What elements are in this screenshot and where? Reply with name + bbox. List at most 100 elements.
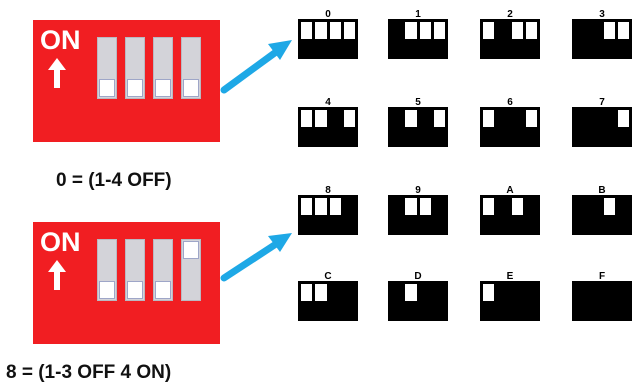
on-label: ON [40, 227, 81, 257]
glyph-cell [511, 284, 526, 318]
glyph-cell [483, 198, 498, 232]
glyph-cell [391, 22, 406, 56]
glyph-cell [419, 110, 434, 144]
glyph-cell [405, 198, 420, 232]
code-tile-label: 0 [325, 9, 331, 20]
glyph-cell [343, 110, 355, 144]
code-tile-label: 4 [325, 97, 331, 108]
dip-caption-1: 8 = (1-3 OFF 4 ON) [6, 362, 172, 383]
switch-2 [125, 239, 145, 301]
dip-switch-0: ON [33, 20, 220, 142]
glyph-cell [391, 284, 406, 318]
glyph-cell [343, 284, 355, 318]
glyph-cell [525, 198, 537, 232]
glyph-cell [483, 110, 498, 144]
glyph-cell [343, 198, 355, 232]
code-tile-glyph [572, 19, 632, 59]
glyph-cell [329, 110, 344, 144]
code-tile-label: A [506, 185, 514, 196]
glyph-cell [391, 198, 406, 232]
glyph-cell [511, 110, 526, 144]
glyph-cell [617, 110, 629, 144]
glyph-cell [603, 22, 618, 56]
glyph-cell [617, 198, 629, 232]
glyph-cell [405, 22, 420, 56]
switch-3 [153, 37, 173, 99]
pointer-arrow-icon [220, 40, 292, 94]
glyph-cell [301, 284, 316, 318]
glyph-cell [617, 284, 629, 318]
glyph-cell [603, 198, 618, 232]
glyph-cell [603, 284, 618, 318]
glyph-cell [483, 284, 498, 318]
glyph-cell [433, 198, 445, 232]
code-tile-glyph [298, 19, 358, 59]
glyph-cell [315, 22, 330, 56]
glyph-cell [525, 22, 537, 56]
glyph-cell [405, 110, 420, 144]
arrow-up-icon [48, 260, 66, 290]
code-tile-label: 3 [599, 9, 605, 20]
switch-2 [125, 37, 145, 99]
glyph-cell [497, 22, 512, 56]
glyph-cell [315, 198, 330, 232]
code-tile-glyph [388, 281, 448, 321]
glyph-cell [419, 284, 434, 318]
glyph-cell [589, 198, 604, 232]
on-label: ON [40, 25, 81, 55]
glyph-cell [301, 110, 316, 144]
code-tile-label: 6 [507, 97, 513, 108]
glyph-cell [497, 198, 512, 232]
code-tile-glyph [388, 107, 448, 147]
glyph-cell [589, 22, 604, 56]
glyph-cell [603, 110, 618, 144]
glyph-cell [589, 110, 604, 144]
glyph-cell [391, 110, 406, 144]
code-tile-glyph [572, 195, 632, 235]
code-tile-label: 5 [415, 97, 421, 108]
code-tile-glyph [480, 107, 540, 147]
glyph-cell [433, 22, 445, 56]
glyph-cell [315, 284, 330, 318]
glyph-cell [575, 110, 590, 144]
switch-3 [153, 239, 173, 301]
code-tile-glyph [572, 281, 632, 321]
glyph-cell [343, 22, 355, 56]
dip-caption-0: 0 = (1-4 OFF) [56, 170, 172, 191]
glyph-cell [483, 22, 498, 56]
code-tile-glyph [480, 19, 540, 59]
pointer-arrow-icon [220, 233, 292, 282]
code-tile-label: E [506, 271, 514, 282]
code-tile-label: 9 [415, 185, 421, 196]
glyph-cell [617, 22, 629, 56]
glyph-cell [497, 110, 512, 144]
code-tile-label: C [324, 271, 332, 282]
code-tile-label: F [598, 271, 606, 282]
glyph-cell [589, 284, 604, 318]
code-tile-label: 1 [415, 9, 421, 20]
glyph-cell [497, 284, 512, 318]
glyph-cell [575, 284, 590, 318]
glyph-cell [419, 22, 434, 56]
glyph-cell [315, 110, 330, 144]
code-tile-glyph [480, 195, 540, 235]
code-tile-label: 2 [507, 9, 513, 20]
code-tile-glyph [298, 107, 358, 147]
switch-4 [181, 239, 201, 301]
code-tile-label: B [598, 185, 606, 196]
code-tile-label: 7 [599, 97, 605, 108]
glyph-cell [329, 284, 344, 318]
glyph-cell [433, 284, 445, 318]
glyph-cell [525, 110, 537, 144]
glyph-cell [575, 22, 590, 56]
code-tile-glyph [298, 195, 358, 235]
code-tile-glyph [388, 19, 448, 59]
glyph-cell [575, 198, 590, 232]
glyph-cell [525, 284, 537, 318]
glyph-cell [405, 284, 420, 318]
switch-1 [97, 37, 117, 99]
code-tile-glyph [572, 107, 632, 147]
code-tile-label: D [414, 271, 422, 282]
switch-1 [97, 239, 117, 301]
glyph-cell [511, 198, 526, 232]
